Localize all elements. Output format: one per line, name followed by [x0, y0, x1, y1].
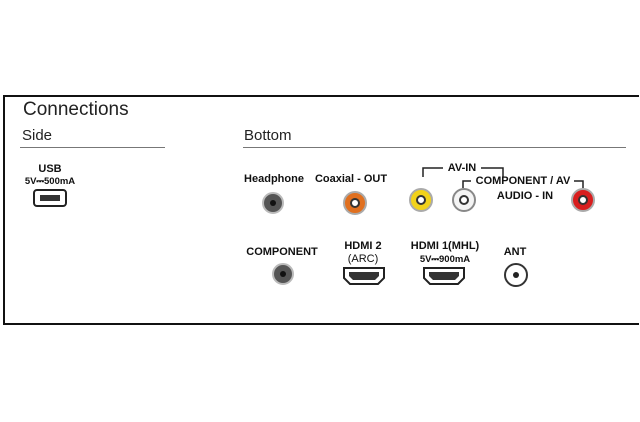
connections-panel: Connections Side Bottom USB 5V⎓500mA Hea… [3, 95, 639, 325]
usb-port-icon [33, 189, 67, 207]
coaxial-label: Coaxial - OUT [314, 173, 388, 185]
hdmi1-port-icon [423, 267, 465, 285]
hdmi1-spec: 5V⎓900mA [419, 254, 471, 265]
bottom-section-title: Bottom [244, 127, 292, 144]
hdmi2-port-icon [343, 267, 385, 285]
usb-spec: 5V⎓500mA [24, 176, 76, 187]
audio-in-label: AUDIO - IN [496, 190, 554, 202]
av-yellow-jack-icon [409, 188, 433, 212]
av-red-jack-icon [571, 188, 595, 212]
component-av-label: COMPONENT / AV [475, 175, 571, 187]
side-divider [20, 147, 165, 148]
av-in-label: AV-IN [447, 162, 477, 174]
bottom-divider [243, 147, 626, 148]
headphone-jack-icon [262, 192, 284, 214]
coaxial-jack-icon [343, 191, 367, 215]
page-title: Connections [23, 99, 129, 120]
usb-label: USB [38, 163, 62, 175]
av-white-jack-icon [452, 188, 476, 212]
ant-label: ANT [503, 246, 527, 258]
hdmi2-arc-label: (ARC) [347, 253, 379, 265]
headphone-label: Headphone [244, 173, 304, 185]
side-section-title: Side [22, 127, 53, 144]
antenna-jack-icon [504, 263, 528, 287]
hdmi2-label: HDMI 2 [344, 240, 382, 252]
component-jack-icon [272, 263, 294, 285]
av-in-bracket [422, 167, 584, 188]
component-label: COMPONENT [246, 246, 318, 258]
hdmi1-label: HDMI 1(MHL) [410, 240, 480, 252]
